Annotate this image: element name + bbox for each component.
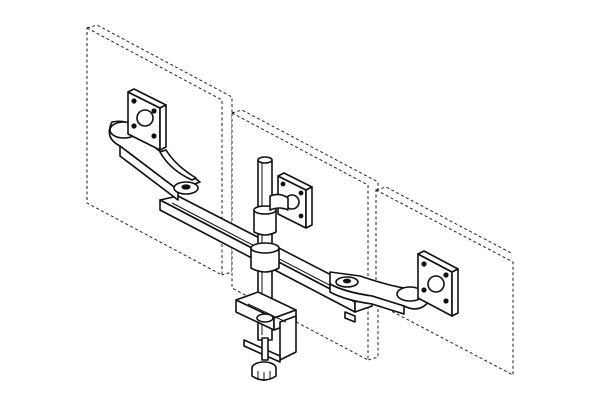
left-arm [108, 120, 201, 201]
monitor-plate-right [417, 250, 459, 317]
desk-clamp [235, 291, 297, 363]
monitor-plate-left [127, 88, 167, 151]
monitor-plate-center [269, 172, 313, 229]
clamp-knob [251, 361, 277, 381]
right-arm [329, 271, 431, 323]
